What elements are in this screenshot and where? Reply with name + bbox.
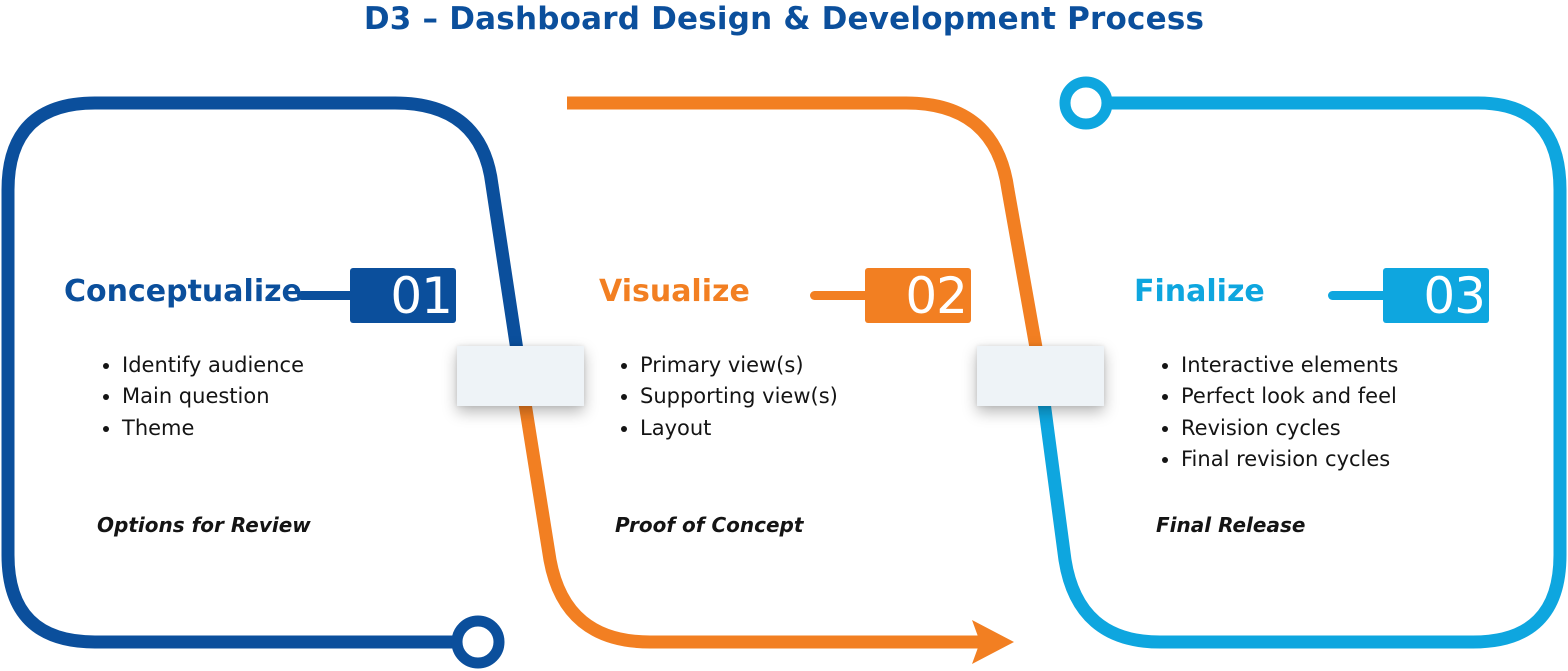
stage-3-connector	[1328, 291, 1388, 300]
page-title: D3 – Dashboard Design & Development Proc…	[363, 1, 1205, 37]
list-item: Supporting view(s)	[640, 381, 838, 412]
stage-2-title: Visualize	[599, 274, 750, 309]
list-item: Identify audience	[122, 350, 304, 381]
stage-3-title: Finalize	[1134, 274, 1265, 309]
list-item: Layout	[640, 413, 838, 444]
list-item: Theme	[122, 413, 304, 444]
stage-3-outline	[1033, 96, 1567, 649]
stage-1-connector	[297, 291, 355, 300]
stage-1-title: Conceptualize	[64, 274, 302, 309]
stage-1-number-badge: 01	[350, 268, 456, 324]
stage-2-connector	[810, 291, 870, 300]
fold-tab-1	[457, 346, 584, 406]
stage-1-outcome: Options for Review	[97, 513, 311, 537]
stage-3-number-badge: 03	[1383, 268, 1489, 324]
stage-2-outline	[567, 96, 1047, 372]
stage-3-bullet-list: Interactive elements Perfect look and fe…	[1156, 350, 1398, 475]
stage-2-outcome: Proof of Concept	[615, 513, 804, 537]
stage-1-bullet-list: Identify audience Main question Theme	[97, 350, 304, 444]
list-item: Primary view(s)	[640, 350, 838, 381]
stage-2-bullet-list: Primary view(s) Supporting view(s) Layou…	[615, 350, 838, 444]
stage-2-outline-lower	[513, 370, 980, 649]
stage-1-outline	[1, 96, 527, 649]
stage-1-end-node	[451, 615, 505, 669]
stage-2-number-badge: 02	[865, 268, 971, 324]
list-item: Revision cycles	[1181, 413, 1398, 444]
list-item: Main question	[122, 381, 304, 412]
fold-tab-2	[977, 346, 1104, 406]
arrow-head-icon	[972, 620, 1014, 664]
list-item: Final revision cycles	[1181, 444, 1398, 475]
list-item: Perfect look and feel	[1181, 381, 1398, 412]
stage-3-start-node	[1059, 76, 1113, 130]
stage-3-outcome: Final Release	[1156, 513, 1306, 537]
list-item: Interactive elements	[1181, 350, 1398, 381]
